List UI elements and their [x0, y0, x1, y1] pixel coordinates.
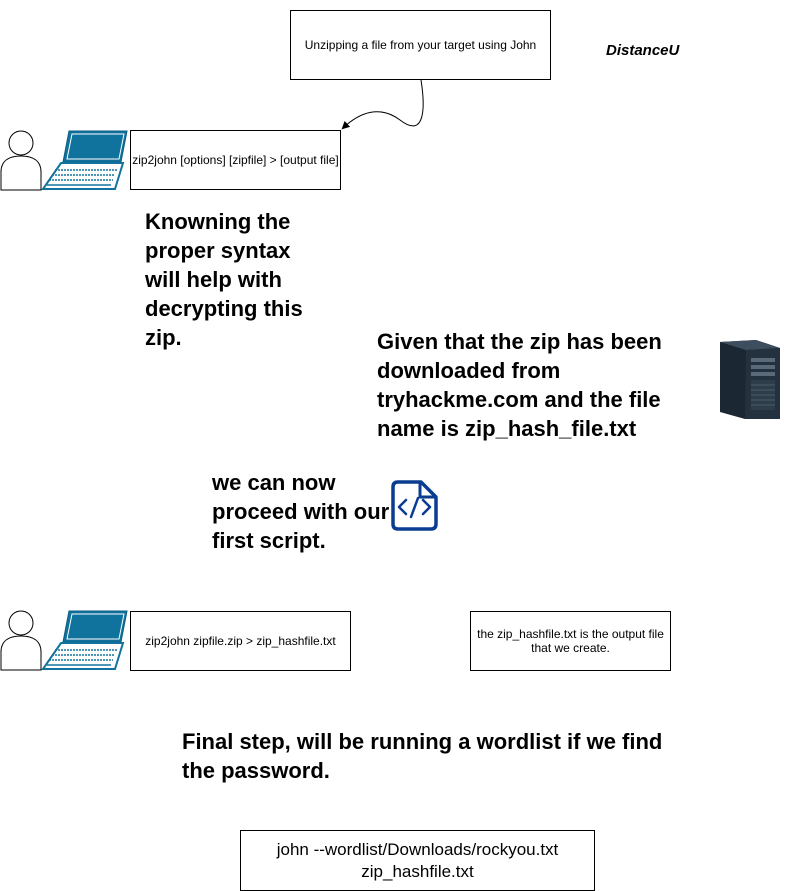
code-file-icon: [391, 480, 438, 531]
final-step-note: Final step, will be running a wordlist i…: [182, 729, 663, 783]
download-note: Given that the zip has been downloaded f…: [377, 329, 662, 441]
laptop-icon: [41, 130, 128, 190]
syntax-box: zip2john [options] [zipfile] > [output f…: [130, 130, 341, 190]
user-icon: [0, 610, 42, 671]
brand-label: DistanceU: [606, 42, 680, 59]
title-box: Unzipping a file from your target using …: [290, 10, 551, 80]
script-note: we can now proceed with our first script…: [212, 470, 390, 553]
server-icon: [720, 340, 780, 419]
john-command-line2: zip_hashfile.txt: [361, 861, 474, 881]
user-icon: [0, 130, 42, 191]
command-box: zip2john zipfile.zip > zip_hashfile.txt: [130, 611, 351, 671]
command-text: zip2john zipfile.zip > zip_hashfile.txt: [145, 634, 336, 648]
john-command-line1: john --wordlist/Downloads/rockyou.txt: [276, 839, 559, 859]
output-note-box: the zip_hashfile.txt is the output file …: [470, 611, 671, 671]
laptop-icon: [41, 610, 128, 670]
output-note-text: the zip_hashfile.txt is the output file …: [477, 627, 664, 655]
title-text: Unzipping a file from your target using …: [304, 38, 537, 52]
syntax-text: zip2john [options] [zipfile] > [output f…: [132, 153, 339, 167]
john-command-box: john --wordlist/Downloads/rockyou.txt zi…: [240, 830, 595, 891]
syntax-note: Knowning the proper syntax will help wit…: [145, 209, 303, 350]
